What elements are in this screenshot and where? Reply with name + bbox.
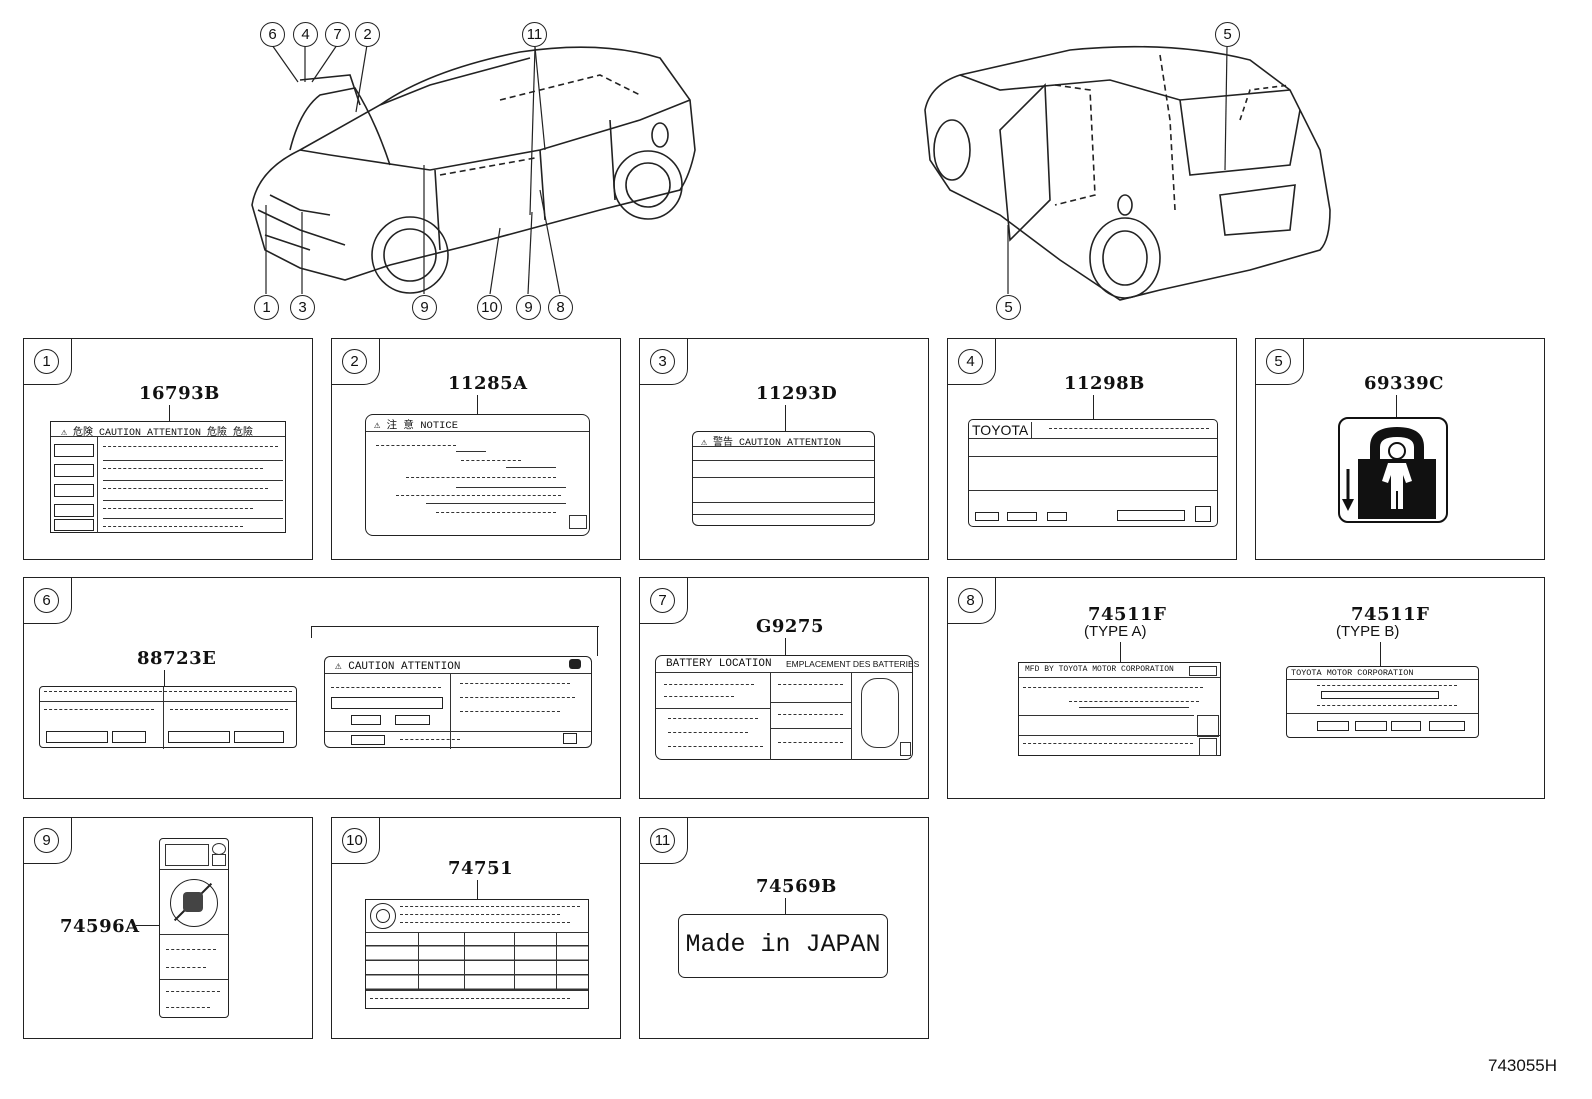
panel-10: 10 74751 <box>331 817 621 1039</box>
panel-2: 2 11285A ⚠ 注 意 NOTICE <box>331 338 621 560</box>
part-number: 74751 <box>448 858 514 879</box>
label-74511f-type-a: MFD BY TOYOTA MOTOR CORPORATION <box>1018 662 1221 756</box>
label-header: ⚠ 注 意 NOTICE <box>374 420 459 432</box>
part-number: 11285A <box>448 373 528 394</box>
panel-4: 4 11298B TOYOTA <box>947 338 1237 560</box>
panel-number: 3 <box>650 349 675 374</box>
part-number: 16793B <box>139 383 220 404</box>
part-number-type-b: 74511F <box>1351 604 1430 625</box>
part-number: 74596A <box>60 916 140 937</box>
panel-8: 8 74511F (TYPE A) MFD BY TOYOTA MOTOR CO… <box>947 577 1545 799</box>
panel-11: 11 74569B Made in JAPAN <box>639 817 929 1039</box>
toyota-label-text: TOYOTA <box>972 422 1033 438</box>
label-header: ⚠ 警告 CAUTION ATTENTION <box>701 438 842 449</box>
panel-6: 6 88723E ⚠ CAUTION ATTENTION <box>23 577 621 799</box>
panel-number: 6 <box>34 588 59 613</box>
tire-icon <box>370 903 396 929</box>
made-in-japan-text: Made in JAPAN <box>685 930 881 959</box>
label-11298b: TOYOTA <box>968 419 1218 527</box>
rear-car-outline <box>924 45 1331 301</box>
child-lock-icon <box>1338 417 1448 523</box>
callout-5-top: 5 <box>1215 22 1240 47</box>
label-header: TOYOTA MOTOR CORPORATION <box>1291 668 1414 678</box>
label-header-left: BATTERY LOCATION <box>666 658 772 670</box>
panel-number: 4 <box>958 349 983 374</box>
label-88723e-left <box>39 686 297 749</box>
label-88723e-right: ⚠ CAUTION ATTENTION <box>324 656 592 749</box>
panel-number: 9 <box>34 828 59 853</box>
panel-number: 2 <box>342 349 367 374</box>
callout-leaders <box>265 44 1228 295</box>
car-topview-icon <box>861 678 899 748</box>
callout-1: 1 <box>254 295 279 320</box>
label-header: MFD BY TOYOTA MOTOR CORPORATION <box>1025 665 1174 674</box>
callout-10: 10 <box>477 295 502 320</box>
panel-1: 1 16793B ⚠ 危険 CAUTION ATTENTION 危險 危險 <box>23 338 313 560</box>
panel-number: 8 <box>958 588 983 613</box>
part-number: G9275 <box>756 616 824 637</box>
type-a-caption: (TYPE A) <box>1084 623 1147 640</box>
part-number-type-a: 74511F <box>1088 604 1167 625</box>
label-16793b: ⚠ 危険 CAUTION ATTENTION 危險 危險 <box>50 421 286 533</box>
part-number: 69339C <box>1364 373 1444 394</box>
label-74596a <box>159 838 229 1018</box>
panel-number: 5 <box>1266 349 1291 374</box>
callout-7: 7 <box>325 22 350 47</box>
figure-code: 743055H <box>1488 1056 1558 1075</box>
callout-5-bottom: 5 <box>996 295 1021 320</box>
callout-2: 2 <box>355 22 380 47</box>
label-74751 <box>365 899 589 1009</box>
label-header: ⚠ CAUTION ATTENTION <box>335 661 461 673</box>
part-number: 11298B <box>1064 373 1145 394</box>
callout-6: 6 <box>260 22 285 47</box>
label-header: ⚠ 危険 CAUTION ATTENTION 危險 危險 <box>61 428 254 439</box>
label-g9275: BATTERY LOCATION EMPLACEMENT DES BATTERI… <box>655 655 919 760</box>
panel-number: 11 <box>650 828 675 853</box>
callout-11: 11 <box>522 22 547 47</box>
callout-8: 8 <box>548 295 573 320</box>
panel-number: 10 <box>342 828 367 853</box>
panel-3: 3 11293D ⚠ 警告 CAUTION ATTENTION <box>639 338 929 560</box>
label-11285a: ⚠ 注 意 NOTICE <box>365 414 590 536</box>
callout-3: 3 <box>290 295 315 320</box>
label-74569b: Made in JAPAN <box>678 914 888 978</box>
part-number: 74569B <box>756 876 837 897</box>
panel-number: 1 <box>34 349 59 374</box>
callout-4: 4 <box>293 22 318 47</box>
type-b-caption: (TYPE B) <box>1336 623 1400 640</box>
panel-9: 9 74596A <box>23 817 313 1039</box>
car-illustrations <box>251 44 1331 301</box>
panel-number: 7 <box>650 588 675 613</box>
panel-5: 5 69339C <box>1255 338 1545 560</box>
callout-9: 9 <box>412 295 437 320</box>
front-car-outline <box>251 46 696 294</box>
panel-7: 7 G9275 BATTERY LOCATION EMPLACEMENT DES… <box>639 577 929 799</box>
label-74511f-type-b: TOYOTA MOTOR CORPORATION <box>1286 666 1479 738</box>
part-number: 11293D <box>756 383 838 404</box>
label-header-right: EMPLACEMENT DES BATTERIES <box>786 659 920 669</box>
part-number: 88723E <box>137 648 217 669</box>
label-11293d: ⚠ 警告 CAUTION ATTENTION <box>692 431 875 526</box>
callout-9b: 9 <box>516 295 541 320</box>
no-tamper-icon <box>170 879 218 927</box>
